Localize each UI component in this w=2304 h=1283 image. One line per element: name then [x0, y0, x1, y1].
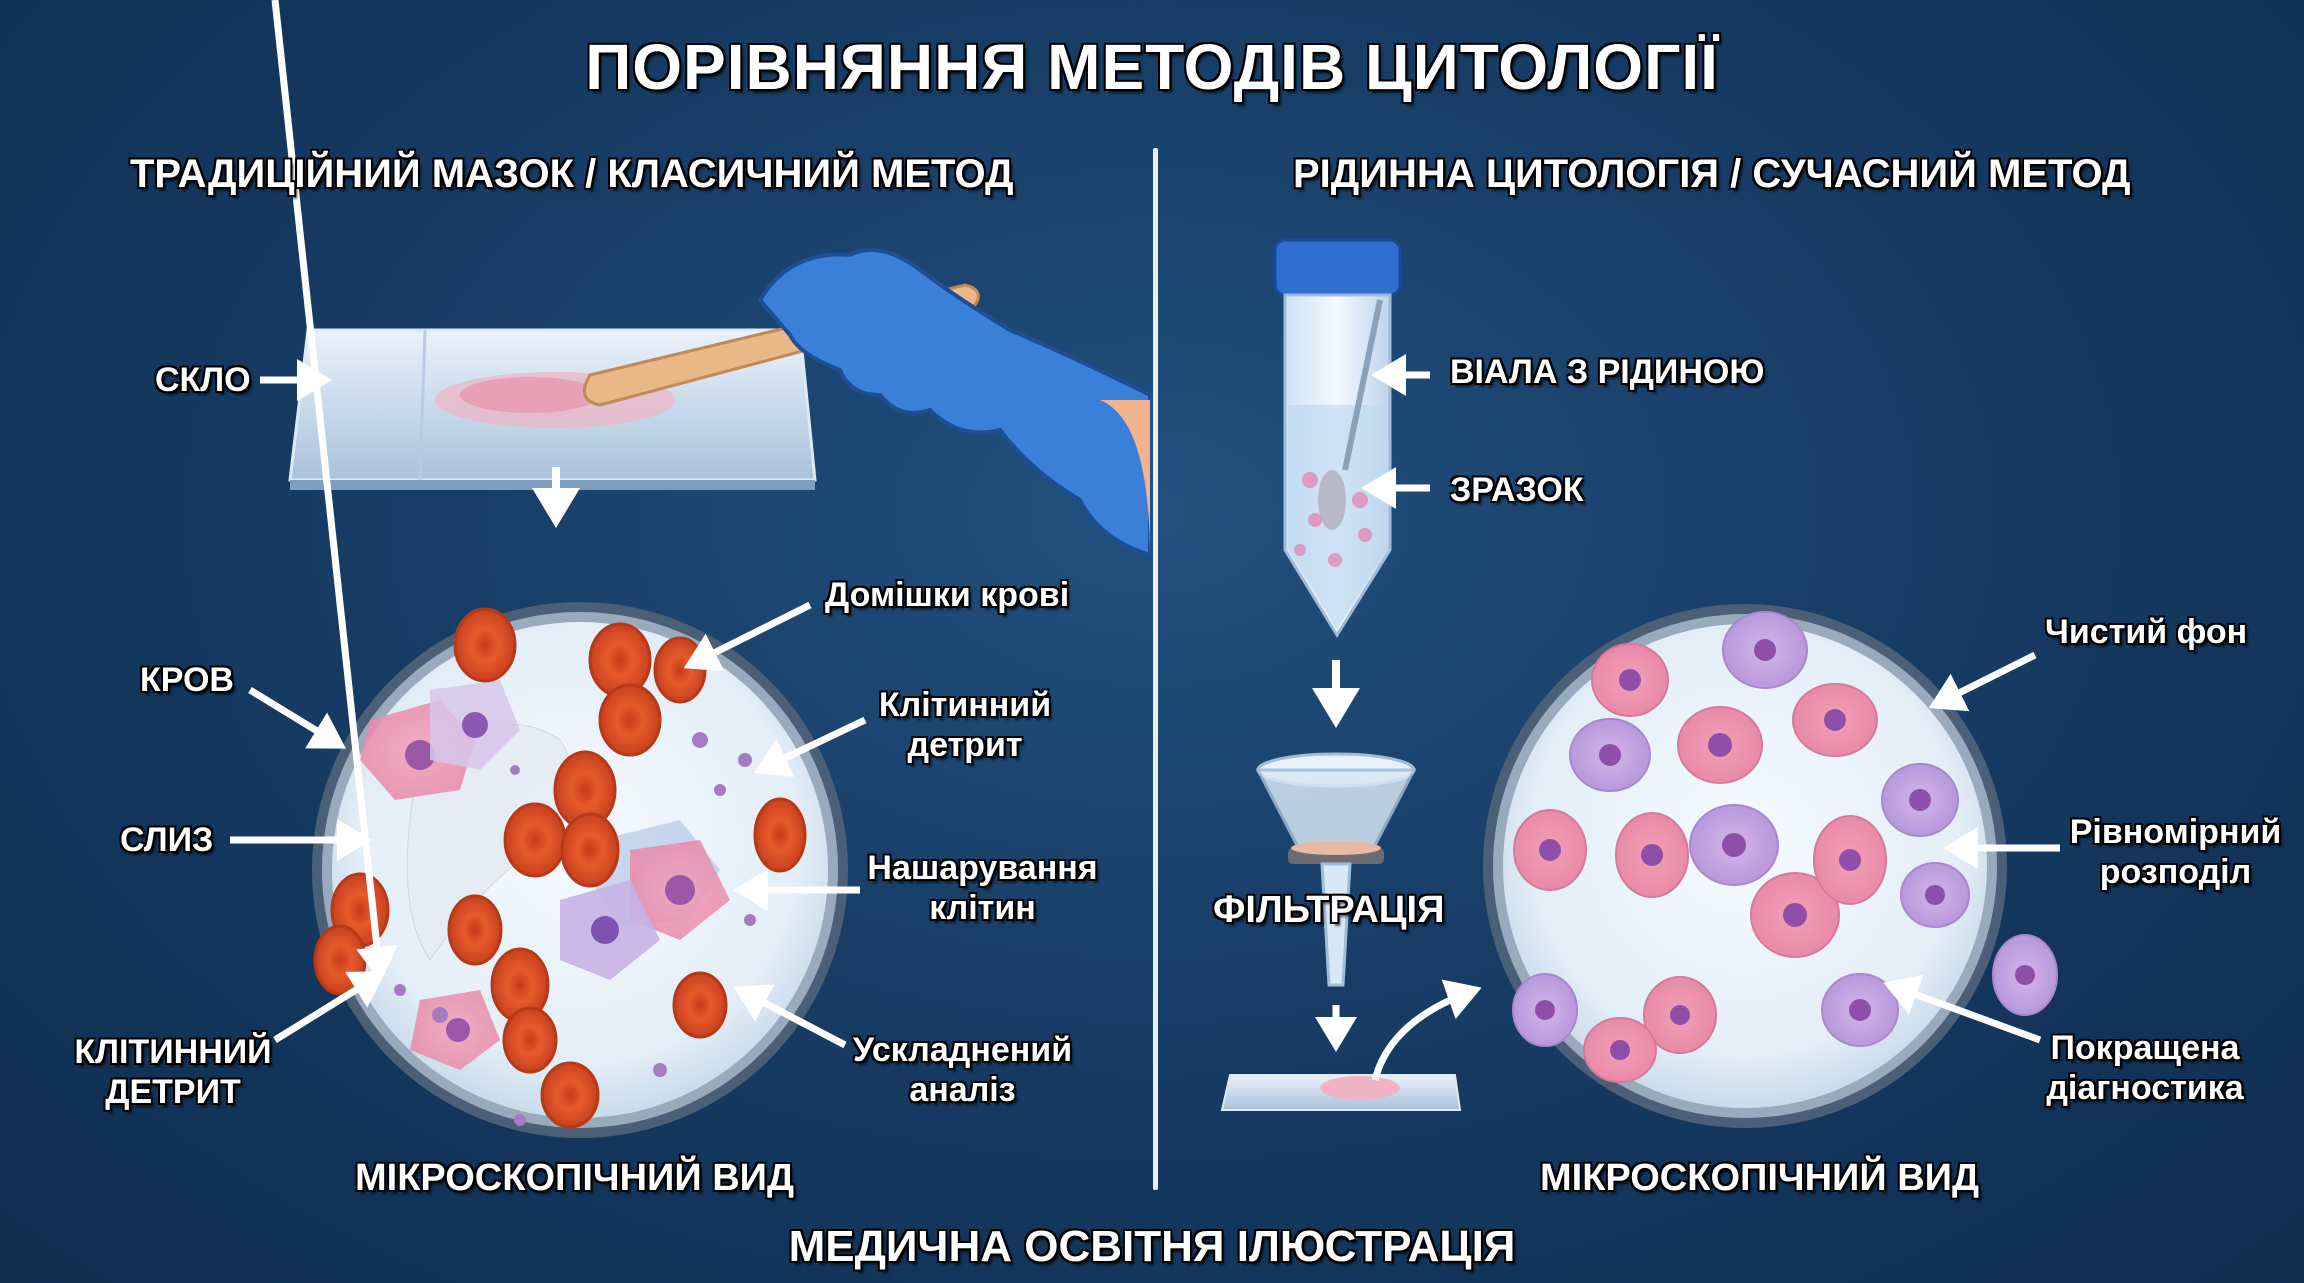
label-line: Нашарування [867, 849, 1098, 887]
right-annotation-arrows [1361, 354, 2060, 1044]
liquid-vial [1273, 238, 1402, 638]
label-line: діагностика [2046, 1069, 2244, 1107]
label-uniform-distribution: Рівномірний розподіл [2068, 812, 2283, 892]
label-debris-right: Клітинний детрит [865, 685, 1065, 765]
label-complex-analysis: Ускладнений аналіз [850, 1030, 1075, 1110]
label-cell-overlap: Нашарування клітин [865, 848, 1100, 928]
page-title: ПОРІВНЯННЯ МЕТОДІВ ЦИТОЛОГІЇ [585, 31, 1719, 103]
label-debris-left: КЛІТИННИЙ ДЕТРИТ [68, 1032, 278, 1112]
label-line: КЛІТИННИЙ [74, 1033, 272, 1071]
traditional-microscope-view [312, 602, 848, 1138]
label-clean-background: Чистий фон [2045, 613, 2248, 651]
label-line: ДЕТРИТ [105, 1073, 241, 1111]
label-vial: ВІАЛА З РІДИНОЮ [1450, 353, 1765, 391]
filter-funnel [1255, 752, 1417, 987]
label-blood: КРОВ [140, 661, 234, 699]
result-slide [1220, 1074, 1462, 1111]
footer-caption: МЕДИЧНА ОСВІТНЯ ІЛЮСТРАЦІЯ [788, 1222, 1516, 1271]
label-line: клітин [929, 889, 1036, 927]
label-line: детрит [907, 726, 1023, 764]
label-improved-diagnostics: Покращена діагностика [2040, 1028, 2250, 1108]
liquid-microscope-view [1483, 604, 2058, 1128]
label-sample: ЗРАЗОК [1450, 471, 1584, 509]
right-caption: МІКРОСКОПІЧНИЙ ВИД [1540, 1157, 1980, 1199]
label-mucus: СЛИЗ [120, 821, 214, 859]
label-blood-admixture: Домішки крові [825, 576, 1070, 614]
label-line: Рівномірний [2069, 813, 2282, 851]
left-annotation-arrows [230, 0, 867, 1049]
label-glass: СКЛО [155, 361, 251, 399]
curved-arrow-icon [1371, 979, 1482, 1081]
panel-divider [1153, 148, 1158, 1190]
label-line: Ускладнений [852, 1031, 1073, 1069]
left-caption: МІКРОСКОПІЧНИЙ ВИД [355, 1157, 795, 1199]
right-panel-heading: РІДИННА ЦИТОЛОГІЯ / СУЧАСНИЙ МЕТОД [1293, 152, 2131, 196]
left-panel-heading: ТРАДИЦІЙНИЙ МАЗОК / КЛАСИЧНИЙ МЕТОД [130, 152, 1014, 196]
gloved-hand [757, 248, 1152, 560]
label-filtration: ФІЛЬТРАЦІЯ [1213, 889, 1445, 931]
label-line: аналіз [909, 1071, 1016, 1109]
label-line: Покращена [2050, 1029, 2240, 1067]
label-line: розподіл [2099, 853, 2252, 891]
label-line: Клітинний [878, 686, 1052, 724]
